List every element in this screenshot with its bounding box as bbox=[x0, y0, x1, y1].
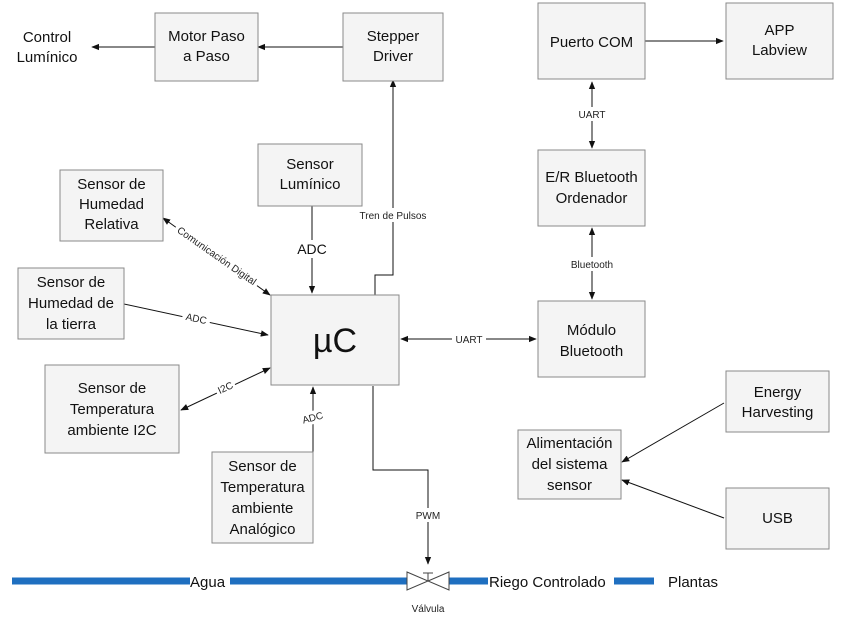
hum-relativa-label-1: Sensor de bbox=[77, 176, 145, 193]
hum-tierra-label-1: Sensor de bbox=[37, 274, 105, 291]
box-usb: USB bbox=[725, 487, 830, 550]
alimentacion-label-3: sensor bbox=[547, 477, 592, 494]
app-label-1: APP bbox=[764, 22, 794, 39]
svg-text:USB: USB bbox=[762, 510, 793, 527]
energy-label-1: Energy bbox=[754, 384, 802, 401]
valve-label: Válvula bbox=[412, 604, 445, 615]
energy-label-2: Harvesting bbox=[742, 404, 814, 421]
box-puerto-com: Puerto COM bbox=[537, 2, 646, 80]
edge-energy-to-alimentacion bbox=[621, 402, 725, 463]
modulo-bt-label-2: Bluetooth bbox=[560, 343, 623, 360]
label-comunicacion-digital: Comunicación Digital bbox=[175, 225, 258, 288]
box-app-labview: APP Labview bbox=[725, 2, 834, 80]
stepper-label-2: Driver bbox=[373, 48, 413, 65]
edge-usb-to-alimentacion bbox=[621, 479, 725, 519]
uc-label: µC bbox=[313, 322, 357, 360]
label-bluetooth: Bluetooth bbox=[571, 260, 613, 271]
alimentacion-label-2: del sistema bbox=[532, 456, 609, 473]
label-uart-top: UART bbox=[578, 110, 605, 121]
box-hum-tierra: Sensor de Humedad de la tierra bbox=[17, 267, 125, 340]
control-label-2: Lumínico bbox=[17, 49, 78, 66]
app-label-2: Labview bbox=[752, 42, 807, 59]
temp-i2c-label-2: Temperatura bbox=[70, 401, 155, 418]
luminico-label-1: Sensor bbox=[286, 156, 334, 173]
edge-uc-to-stepper bbox=[374, 79, 397, 295]
bt-ordenador-label-1: E/R Bluetooth bbox=[545, 169, 638, 186]
temp-analog-label-2: Temperatura bbox=[220, 479, 305, 496]
label-adc-luminico: ADC bbox=[297, 241, 327, 257]
puerto-com-label: Puerto COM bbox=[550, 34, 633, 51]
motor-label-2: a Paso bbox=[183, 48, 230, 65]
pipe-label-riego: Riego Controlado bbox=[489, 574, 606, 591]
box-alimentacion: Alimentación del sistema sensor bbox=[517, 429, 622, 500]
svg-text:Puerto COM: Puerto COM bbox=[550, 34, 633, 51]
label-adc-tierra: ADC bbox=[185, 312, 208, 327]
temp-analog-label-1: Sensor de bbox=[228, 458, 296, 475]
hum-tierra-label-3: la tierra bbox=[46, 316, 97, 333]
temp-analog-label-3: ambiente bbox=[232, 500, 294, 517]
box-temp-i2c: Sensor de Temperatura ambiente I2C bbox=[44, 364, 180, 454]
temp-i2c-label-3: ambiente I2C bbox=[67, 422, 156, 439]
hum-tierra-label-2: Humedad de bbox=[28, 295, 114, 312]
pipe-label-agua: Agua bbox=[190, 574, 226, 591]
motor-label-1: Motor Paso bbox=[168, 28, 245, 45]
hum-relativa-label-3: Relativa bbox=[84, 216, 139, 233]
label-pwm: PWM bbox=[416, 511, 440, 522]
svg-text:µC: µC bbox=[313, 322, 357, 360]
label-uart-mid: UART bbox=[455, 335, 482, 346]
control-label-1: Control bbox=[23, 29, 71, 46]
edge-uc-to-valve bbox=[372, 386, 432, 565]
valve-icon bbox=[406, 571, 450, 591]
usb-label: USB bbox=[762, 510, 793, 527]
temp-analog-label-4: Analógico bbox=[230, 521, 296, 538]
temp-i2c-label-1: Sensor de bbox=[78, 380, 146, 397]
box-motor: Motor Paso a Paso bbox=[154, 12, 259, 82]
water-pipeline: Agua Riego Controlado Plantas Válvula bbox=[12, 571, 718, 615]
label-adc-analog: ADC bbox=[301, 410, 324, 426]
box-uc: µC bbox=[270, 294, 400, 386]
pipe-label-plantas: Plantas bbox=[668, 574, 718, 591]
hum-relativa-label-2: Humedad bbox=[79, 196, 144, 213]
luminico-label-2: Lumínico bbox=[280, 176, 341, 193]
label-tren-pulsos: Tren de Pulsos bbox=[360, 211, 427, 222]
alimentacion-label-1: Alimentación bbox=[527, 435, 613, 452]
stepper-label-1: Stepper bbox=[367, 28, 420, 45]
modulo-bt-label-1: Módulo bbox=[567, 322, 616, 339]
bt-ordenador-label-2: Ordenador bbox=[556, 190, 628, 207]
